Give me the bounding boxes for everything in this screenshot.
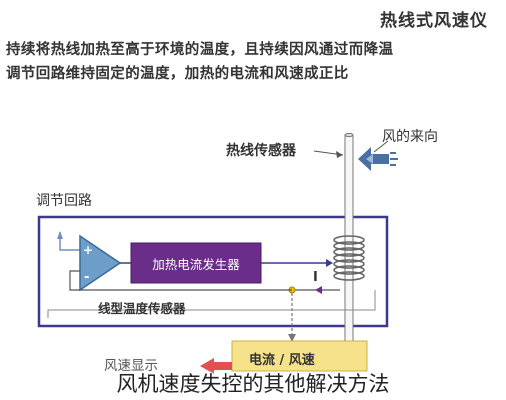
svg-text:+: + [83,243,93,257]
probe-rod [344,134,354,356]
wind-direction-label: 风的来向 [382,129,438,145]
wind-speed-display-label: 风速显示 [104,358,158,374]
current-speed-display-box [231,340,368,372]
hot-wire-sensor-label: 热线传感器 [226,143,296,159]
wire-temperature-sensor-label: 线型温度传感器 [98,301,186,316]
description-line-1: 持续将热线加热至高于环境的温度，且持续因风通过而降温 [6,42,394,58]
wind-arrow-icon [358,147,398,171]
current-marker-label: I [313,270,318,285]
heated-coil [333,235,365,281]
current-generator-box [130,242,262,284]
control-loop-frame [37,215,389,328]
current-generator-label: 加热电流发生器 [152,256,240,272]
control-loop-label: 调节回路 [36,193,92,209]
page-caption: 风机速度失控的其他解决方法 [116,372,390,396]
feedback-arrow-icon [200,358,232,374]
svg-text:-: - [84,270,89,285]
current-speed-display-label: 电流 / 风速 [249,353,315,368]
amplifier-icon: + - [79,234,122,292]
description-line-2: 调节回路维持固定的温度，加热的电流和风速成正比 [6,66,349,82]
diagram-title: 热线式风速仪 [380,11,488,31]
